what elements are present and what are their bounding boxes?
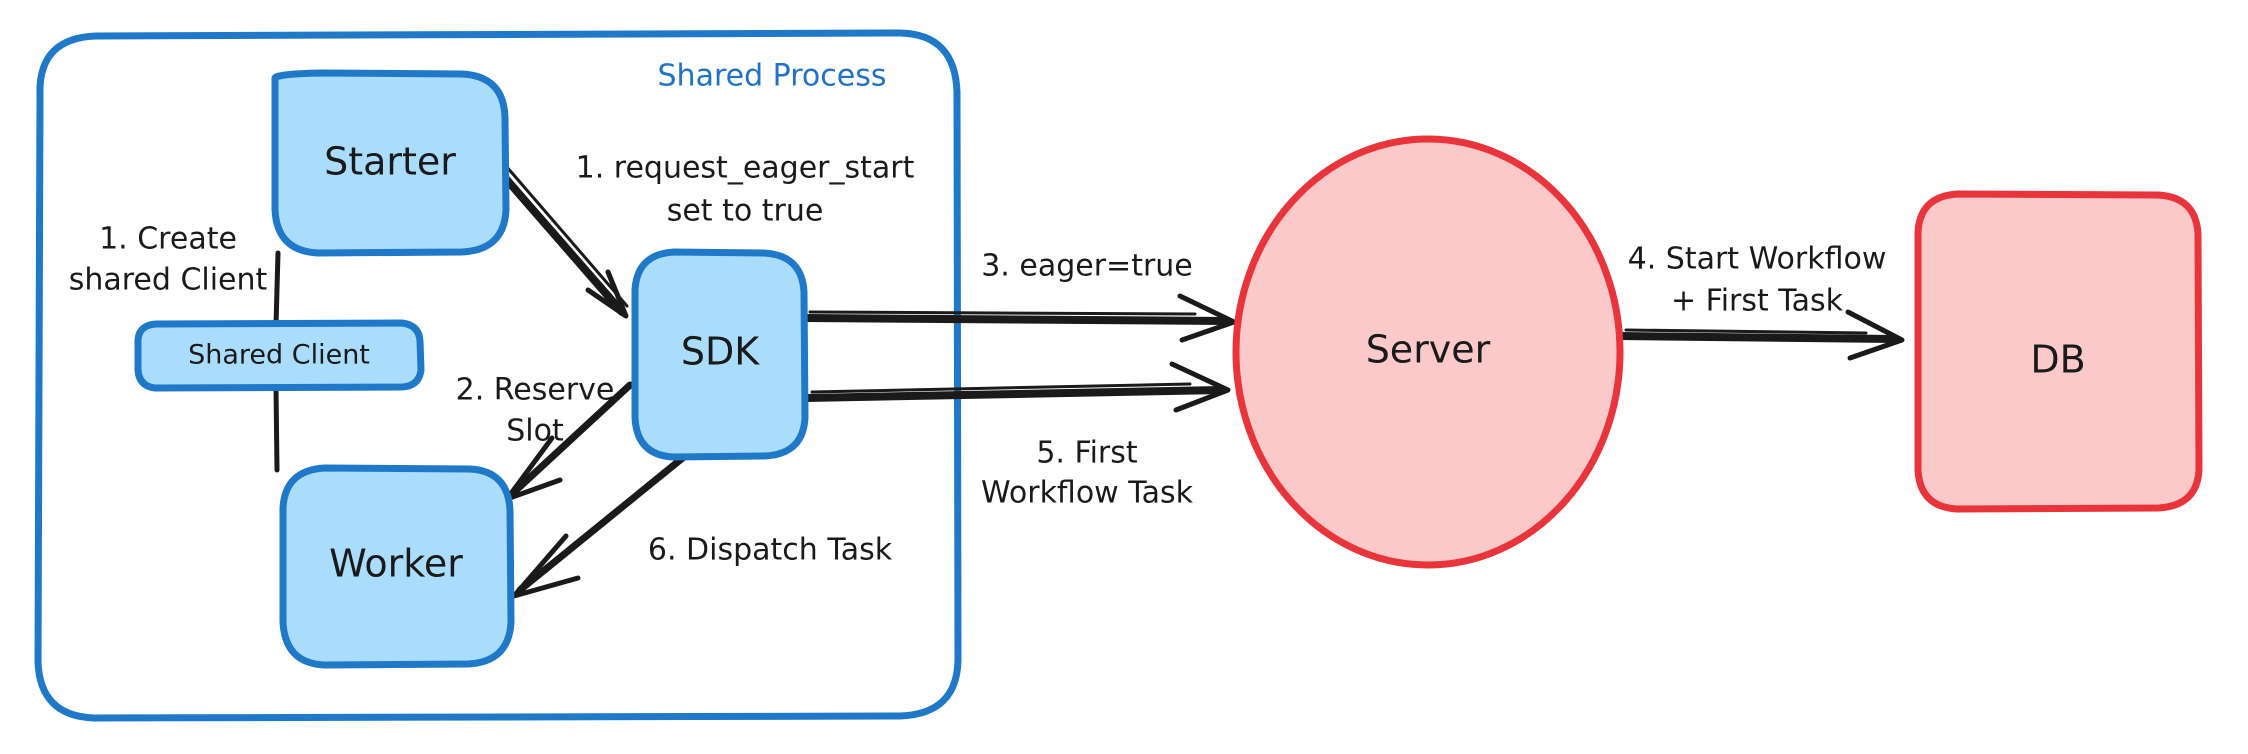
edge-line-7a: [802, 386, 1226, 402]
node-shared-client-label: Shared Client: [188, 340, 370, 371]
node-starter-shape: [271, 69, 510, 257]
edge-label-reserve-slot: 2. Reserve Slot: [456, 373, 615, 449]
edge-label-3-line1: 1. request_eager_start: [576, 151, 915, 186]
arrow-head-6: [1845, 309, 1905, 361]
node-sdk[interactable]: SDK: [631, 248, 809, 461]
edge-label-3-line2: set to true: [667, 194, 824, 229]
edge-line-3b: [504, 164, 629, 308]
edge-line-8: [516, 448, 694, 594]
node-shared-client-shape: [134, 319, 425, 392]
edge-label-1-line1: 1. Create: [99, 222, 237, 257]
edge-label-request-eager-start: 1. request_eager_start set to true: [576, 151, 915, 229]
node-worker-shape: [279, 464, 515, 669]
edge-label-6-line2: + First Task: [1671, 284, 1844, 319]
node-server-label: Server: [1366, 328, 1491, 372]
node-worker-label: Worker: [329, 542, 463, 586]
edge-line-6a: [1616, 332, 1899, 343]
edge-label-create-shared-client: 1. Create shared Client: [69, 222, 268, 298]
node-starter-label: Starter: [324, 140, 456, 184]
node-shared-client[interactable]: Shared Client: [134, 319, 425, 392]
edge-line-5a: [802, 314, 1232, 325]
node-starter[interactable]: Starter: [271, 69, 510, 257]
edge-line-1: [273, 250, 281, 328]
edge-label-4-line1: 2. Reserve: [456, 373, 615, 408]
edge-label-first-workflow-task: 5. First Workflow Task: [981, 436, 1194, 511]
edge-label-8-line1: 6. Dispatch Task: [648, 533, 893, 568]
edge-line-5b: [808, 310, 1197, 316]
edge-label-1-line2: shared Client: [69, 263, 268, 298]
edge-sdk-worker-dispatch: [511, 448, 694, 599]
edge-shared-client-worker: [273, 385, 280, 473]
edge-label-start-workflow-first-task: 4. Start Workflow + First Task: [1628, 242, 1887, 319]
edge-label-4-line2: Slot: [506, 414, 564, 449]
edge-line-6b: [1624, 328, 1868, 335]
edge-label-eager-true: 3. eager=true: [981, 249, 1193, 284]
shared-process-title: Shared Process: [658, 59, 887, 94]
edge-starter-sdk: [496, 164, 629, 319]
edge-label-7-line1: 5. First: [1036, 436, 1138, 471]
edge-label-dispatch-task: 6. Dispatch Task: [648, 533, 893, 568]
edge-line-3a: [496, 168, 626, 316]
node-worker[interactable]: Worker: [279, 464, 515, 669]
node-sdk-label: SDK: [681, 330, 760, 374]
edge-sdk-server-eager: [802, 293, 1237, 343]
edge-label-6-line1: 4. Start Workflow: [1628, 242, 1887, 277]
edge-line-7b: [810, 382, 1192, 394]
node-db[interactable]: DB: [1914, 190, 2203, 513]
node-db-shape: [1914, 190, 2203, 513]
arrow-head-7: [1169, 361, 1231, 413]
group-shared-process: Shared Process: [34, 29, 962, 722]
node-db-label: DB: [2030, 338, 2085, 382]
edge-label-7-line2: Workflow Task: [981, 476, 1194, 511]
edge-starter-shared-client: [273, 250, 281, 328]
edge-sdk-server-first-task: [802, 361, 1231, 413]
node-server[interactable]: Server: [1232, 135, 1624, 569]
node-server-shape: [1232, 135, 1624, 569]
shared-process-border: [34, 29, 962, 722]
node-sdk-shape: [631, 248, 809, 461]
edge-line-4: [508, 381, 634, 498]
edge-line-2: [273, 385, 280, 473]
edge-server-db: [1616, 309, 1905, 361]
arrow-head-3: [585, 269, 629, 319]
edge-label-5-line1: 3. eager=true: [981, 249, 1193, 284]
arrow-head-5: [1177, 293, 1237, 343]
